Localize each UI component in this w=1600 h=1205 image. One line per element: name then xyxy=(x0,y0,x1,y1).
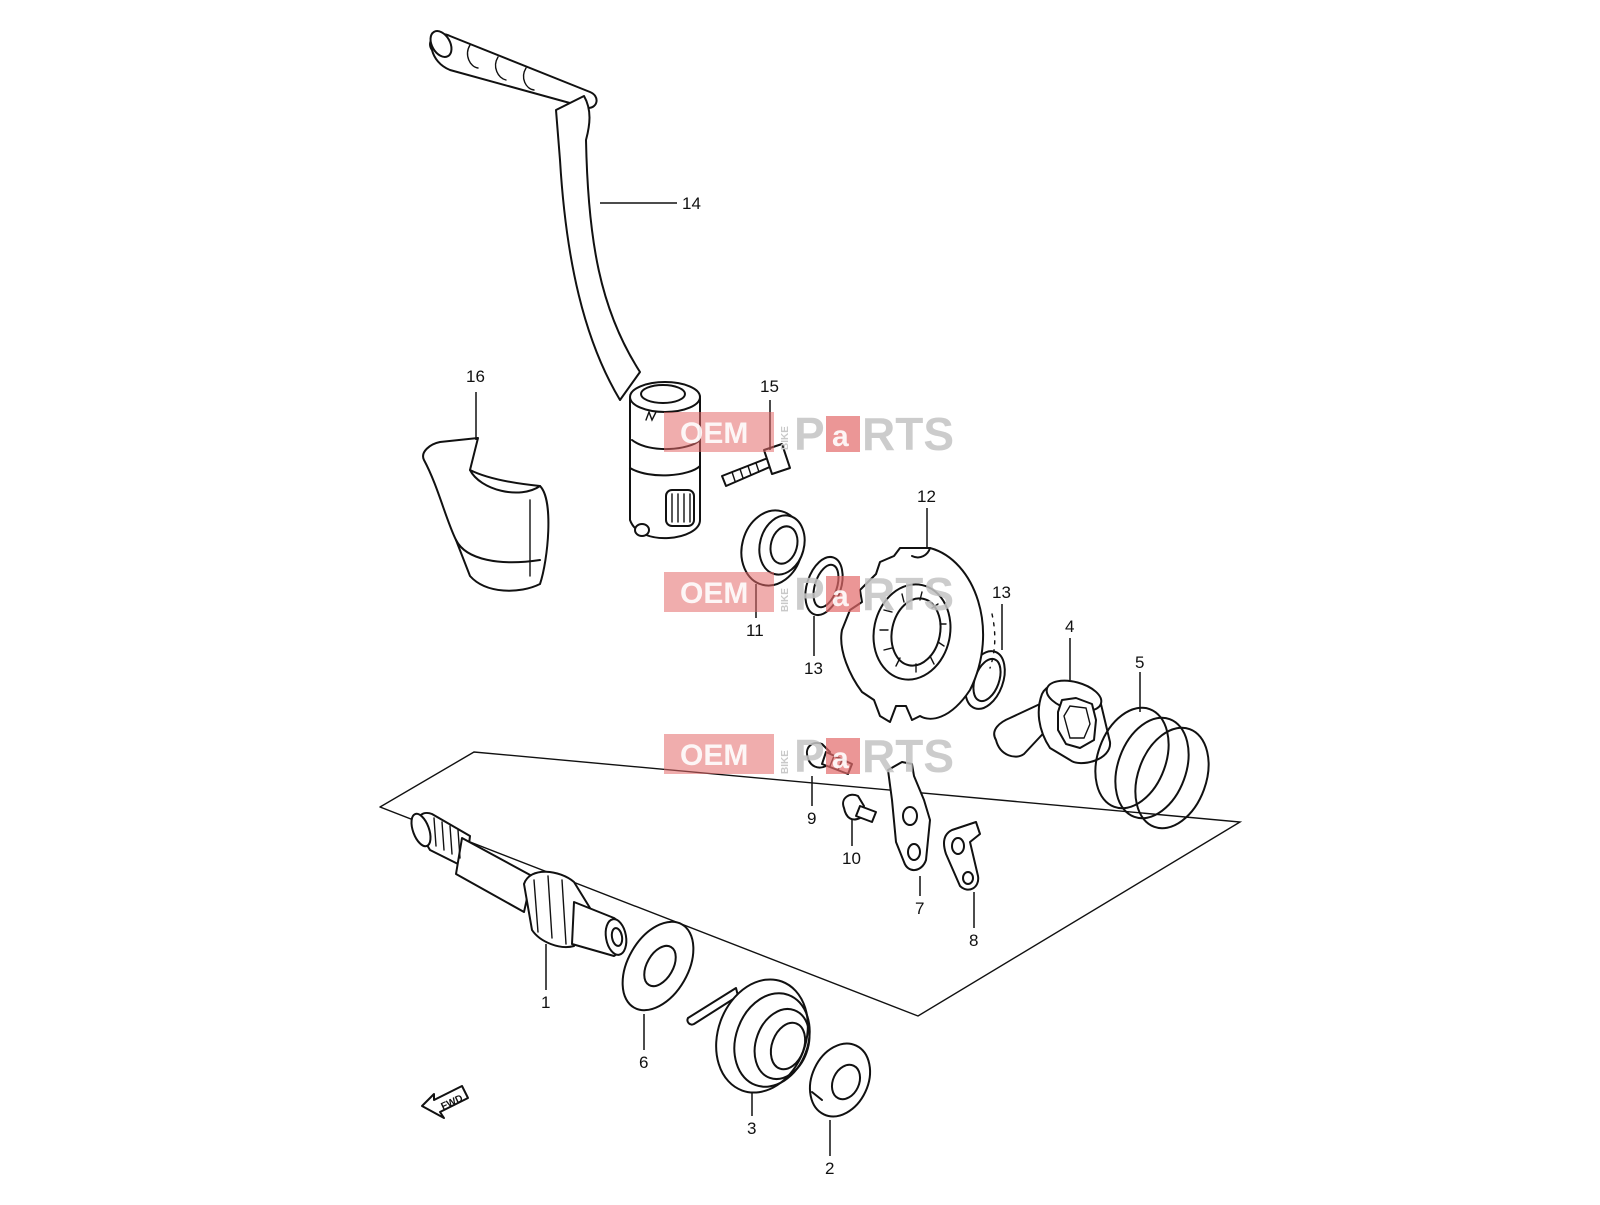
part-5-spring xyxy=(1094,706,1210,830)
watermark-oem-text: OEM xyxy=(680,417,748,450)
watermark-oem-box xyxy=(664,412,774,452)
watermark-oem-text: OEM xyxy=(680,577,748,610)
part-4-ratchet xyxy=(993,679,1111,765)
part-16-boot xyxy=(422,437,550,592)
watermark-a-text: a xyxy=(832,580,849,613)
watermark-rts-text: RTS xyxy=(862,730,954,782)
fwd-arrow-icon: FWD xyxy=(421,1085,469,1119)
part-11-oil-seal xyxy=(740,509,806,587)
callout-8: 8 xyxy=(969,931,978,950)
watermark-1: OEM BIKE P a RTS xyxy=(664,408,954,460)
watermark-a-text: a xyxy=(832,742,849,775)
part-12-gear xyxy=(840,547,996,723)
callout-6: 6 xyxy=(639,1053,648,1072)
part-10-bolt xyxy=(842,793,877,823)
callout-10: 10 xyxy=(842,849,861,868)
watermark-oem-text: OEM xyxy=(680,739,748,772)
watermark-rts-text: RTS xyxy=(862,568,954,620)
watermark-bike-text: BIKE xyxy=(780,750,791,774)
watermark-oem-box xyxy=(664,734,774,774)
watermark-a-text: a xyxy=(832,420,849,453)
callout-13-left: 13 xyxy=(804,659,823,678)
callout-7: 7 xyxy=(915,899,924,918)
part-1-shaft xyxy=(410,812,628,957)
watermark-a-box xyxy=(826,416,860,452)
watermark-rts-text: RTS xyxy=(862,408,954,460)
callout-2: 2 xyxy=(825,1159,834,1178)
callout-labels: 14 16 15 12 11 13 13 4 5 9 10 7 8 1 6 3 … xyxy=(466,194,1144,1178)
part-7-plate xyxy=(887,761,931,871)
base-plane-outline xyxy=(379,751,1243,1017)
watermark-2: OEM BIKE P a RTS xyxy=(664,568,954,620)
watermark-bike-text: BIKE xyxy=(780,426,791,450)
callout-1: 1 xyxy=(541,993,550,1012)
watermark-p-text: P xyxy=(794,568,825,620)
callout-12: 12 xyxy=(917,487,936,506)
leader-lines xyxy=(475,202,1141,1156)
callout-14: 14 xyxy=(682,194,701,213)
callout-13-right: 13 xyxy=(992,583,1011,602)
callout-4: 4 xyxy=(1065,617,1074,636)
watermark-bike-text: BIKE xyxy=(780,588,791,612)
callout-15: 15 xyxy=(760,377,779,396)
part-2-collar xyxy=(808,1042,872,1118)
part-3-return-spring xyxy=(686,978,811,1094)
part-8-stopper xyxy=(943,821,981,891)
part-6-washer xyxy=(621,920,695,1012)
callout-5: 5 xyxy=(1135,653,1144,672)
watermark-p-text: P xyxy=(794,408,825,460)
watermark-oem-box xyxy=(664,572,774,612)
watermark-a-box xyxy=(826,738,860,774)
callout-3: 3 xyxy=(747,1119,756,1138)
callout-11: 11 xyxy=(746,621,764,640)
watermark-3: OEM BIKE P a RTS xyxy=(664,730,954,782)
watermark-p-text: P xyxy=(794,730,825,782)
callout-9: 9 xyxy=(807,809,816,828)
watermark-a-box xyxy=(826,576,860,612)
callout-16: 16 xyxy=(466,367,485,386)
